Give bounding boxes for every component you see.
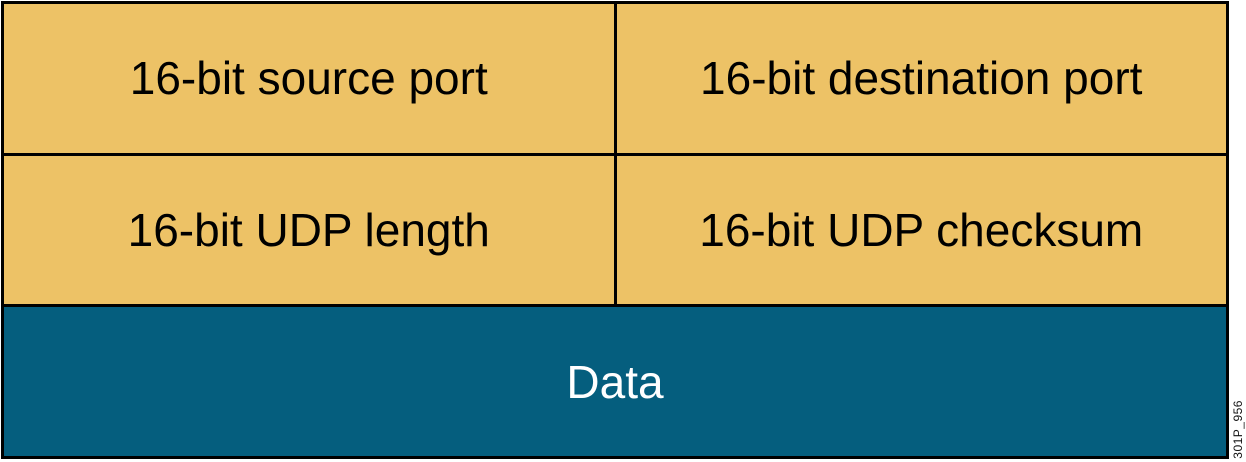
field-source-port: 16-bit source port xyxy=(4,4,614,153)
field-udp-length: 16-bit UDP length xyxy=(4,155,614,305)
udp-header-grid: 16-bit source port 16-bit destination po… xyxy=(1,1,1229,459)
field-destination-port: 16-bit destination port xyxy=(616,4,1226,153)
field-udp-checksum: 16-bit UDP checksum xyxy=(616,155,1226,305)
watermark-label: 301P_956 xyxy=(1231,400,1245,459)
field-data: Data xyxy=(4,307,1226,456)
